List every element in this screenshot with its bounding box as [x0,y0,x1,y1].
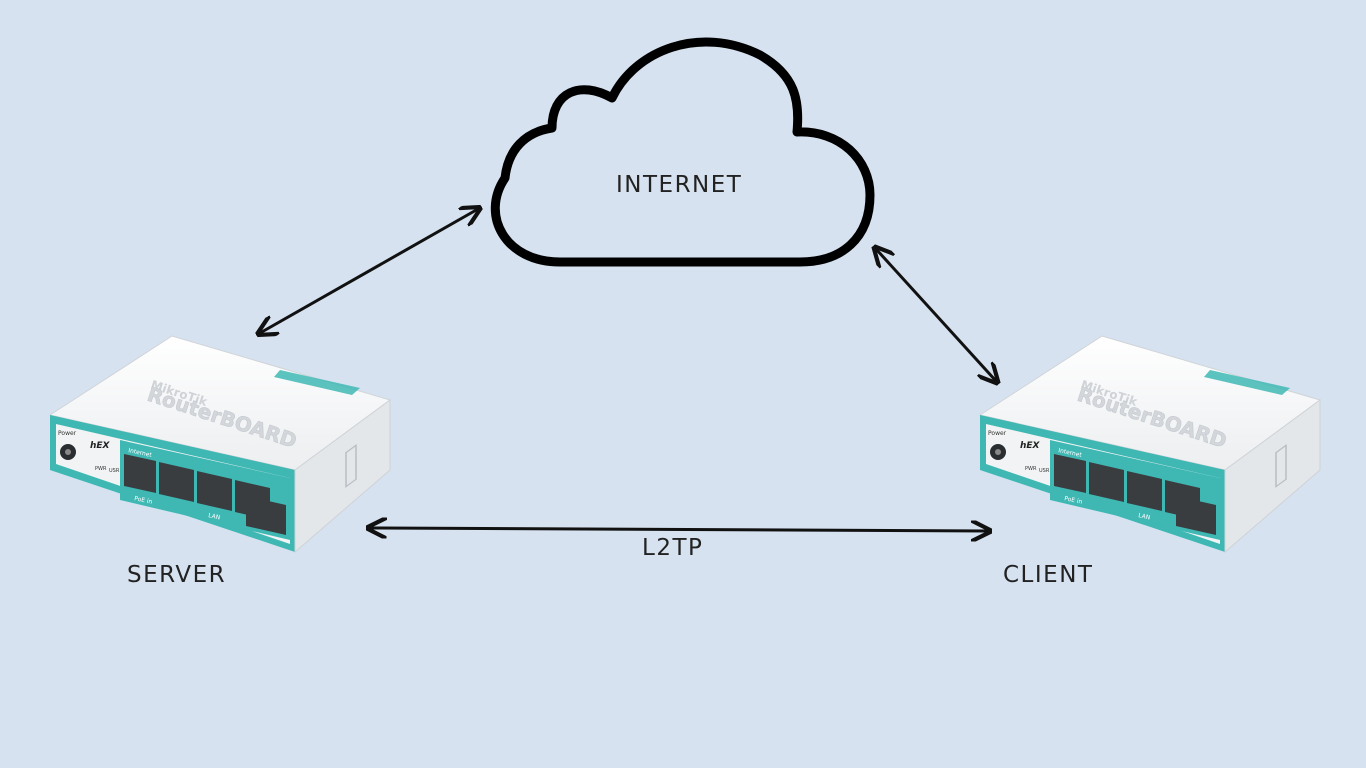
l2tp-label: L2TP [642,535,704,561]
server-internet-arrow [260,209,478,333]
internet-label: INTERNET [616,172,743,198]
client-internet-arrow [876,249,996,381]
server-label: SERVER [127,562,227,588]
internet-cloud [490,37,875,267]
server-router [49,335,391,553]
client-label: CLIENT [1003,562,1094,588]
l2tp-arrow [370,528,988,531]
client-router [979,335,1321,553]
